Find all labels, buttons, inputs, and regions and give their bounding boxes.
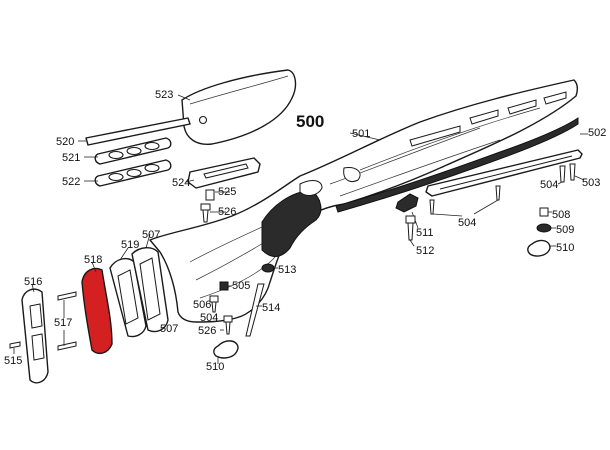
part-517-screws (57, 291, 77, 351)
part-508-nut (539, 207, 552, 217)
label-526-upper: 526 (218, 206, 236, 218)
part-502-rail (425, 133, 588, 197)
part-510-swivel-right (527, 239, 556, 257)
part-515-screw (9, 341, 21, 354)
label-509: 509 (556, 224, 574, 236)
part-504-screw-right (557, 165, 566, 185)
label-526-lower: 526 (198, 325, 216, 337)
label-518: 518 (84, 254, 102, 266)
label-514: 514 (262, 302, 280, 314)
label-525: 525 (218, 186, 236, 198)
label-511: 511 (416, 227, 434, 239)
part-523-cheek-piece (177, 69, 297, 145)
part-525-screw (205, 189, 230, 201)
part-510-swivel-lower (213, 340, 239, 364)
part-505-nut (219, 281, 232, 291)
label-516: 516 (24, 276, 42, 288)
part-518-butt-pad-highlighted (81, 261, 113, 355)
label-523: 523 (155, 89, 173, 101)
part-512-screw (405, 215, 416, 247)
label-507-upper: 507 (142, 229, 160, 241)
label-501: 501 (352, 128, 370, 140)
part-511-nut (395, 193, 419, 229)
part-507-spacer (131, 233, 169, 333)
label-515: 515 (4, 355, 22, 367)
label-510-lower: 510 (206, 361, 224, 373)
part-522-plate (84, 159, 172, 187)
part-514-bolt (245, 283, 265, 337)
diagram-title: 500 (296, 112, 324, 131)
part-521-plate (84, 137, 172, 165)
label-506: 506 (193, 299, 211, 311)
part-513-washer (261, 263, 278, 273)
part-504-screws-center (429, 185, 501, 217)
part-506-screw (209, 295, 219, 313)
label-512: 512 (416, 245, 434, 257)
part-516-butt-plate (21, 283, 49, 384)
label-513: 513 (278, 264, 296, 276)
label-504-center: 504 (458, 217, 476, 229)
label-517: 517 (54, 317, 72, 329)
label-504-right: 504 (540, 179, 558, 191)
label-510-right: 510 (556, 242, 574, 254)
part-509-washer (536, 223, 556, 233)
label-505: 505 (232, 280, 250, 292)
label-522: 522 (62, 176, 80, 188)
label-521: 521 (62, 152, 80, 164)
label-502: 502 (588, 127, 606, 139)
part-526-screw-lower (220, 315, 233, 335)
label-504-lower: 504 (200, 312, 218, 324)
label-507-lower: 507 (160, 323, 178, 335)
label-519: 519 (121, 239, 139, 251)
part-501-stock (149, 79, 579, 323)
part-526-screw-upper (200, 203, 226, 223)
label-524: 524 (172, 177, 190, 189)
label-503: 503 (582, 177, 600, 189)
part-524-bracket (185, 157, 261, 189)
label-520: 520 (56, 136, 74, 148)
label-508: 508 (552, 209, 570, 221)
part-503-screw (569, 163, 585, 181)
part-520-rod (78, 117, 191, 146)
